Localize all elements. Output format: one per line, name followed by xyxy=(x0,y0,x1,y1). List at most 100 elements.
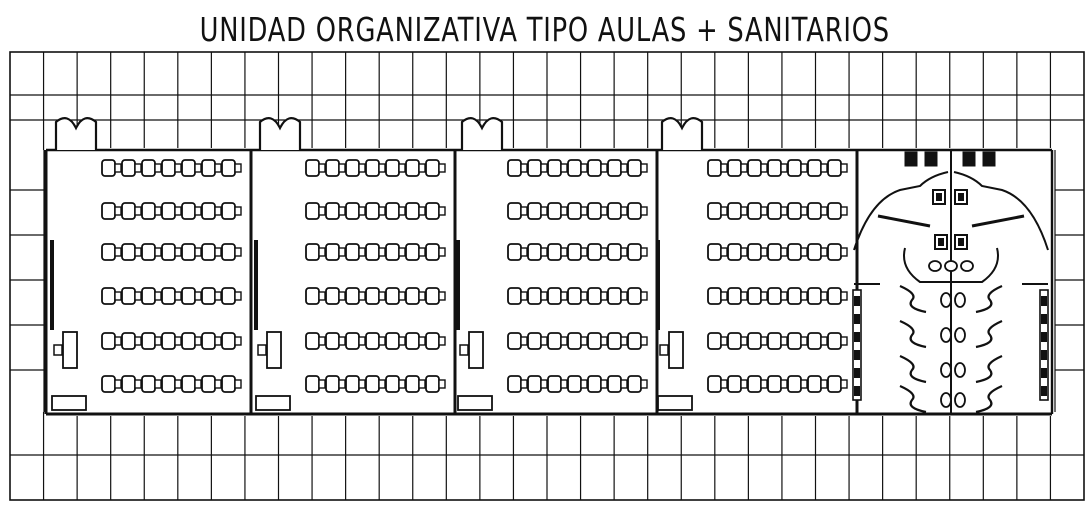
student-desk xyxy=(161,243,176,261)
student-chair xyxy=(580,291,588,301)
student-chair xyxy=(540,291,548,301)
student-desk xyxy=(607,159,622,177)
stall-partition xyxy=(899,354,927,384)
student-chair xyxy=(840,291,848,301)
student-desk xyxy=(405,375,420,393)
student-chair xyxy=(780,163,788,173)
student-desk xyxy=(787,159,802,177)
classroom-3 xyxy=(456,117,659,414)
student-chair xyxy=(640,291,648,301)
student-desk xyxy=(101,332,116,350)
student-chair xyxy=(740,379,748,389)
student-desk xyxy=(507,332,522,350)
student-desk xyxy=(627,375,642,393)
student-desk xyxy=(345,202,360,220)
student-desk xyxy=(345,332,360,350)
student-desk xyxy=(425,159,440,177)
student-desk xyxy=(707,202,722,220)
fixture-icon xyxy=(938,238,944,246)
student-chair xyxy=(820,163,828,173)
student-desk xyxy=(567,332,582,350)
stall-partition xyxy=(975,384,1003,414)
sink-icon xyxy=(928,260,942,272)
student-chair xyxy=(398,379,406,389)
student-desk xyxy=(201,159,216,177)
student-chair xyxy=(720,206,728,216)
student-desk xyxy=(627,243,642,261)
student-desk xyxy=(121,375,136,393)
student-chair xyxy=(780,291,788,301)
site-grid xyxy=(9,51,1085,501)
student-chair xyxy=(800,291,808,301)
student-desk xyxy=(121,287,136,305)
cabinet xyxy=(255,395,291,411)
student-desk xyxy=(767,159,782,177)
student-desk xyxy=(201,375,216,393)
student-desk xyxy=(707,332,722,350)
student-desk xyxy=(365,202,380,220)
student-desk xyxy=(305,332,320,350)
student-desk xyxy=(707,375,722,393)
student-chair xyxy=(154,163,162,173)
student-desk xyxy=(345,375,360,393)
student-chair xyxy=(318,247,326,257)
student-desk xyxy=(787,332,802,350)
student-desk xyxy=(567,375,582,393)
student-desk xyxy=(141,243,156,261)
student-desk xyxy=(587,375,602,393)
student-chair xyxy=(600,291,608,301)
student-desk xyxy=(827,202,842,220)
student-chair xyxy=(580,379,588,389)
student-desk xyxy=(141,202,156,220)
classroom-1 xyxy=(50,117,253,414)
student-chair xyxy=(560,247,568,257)
student-chair xyxy=(318,336,326,346)
fixture-icon xyxy=(936,193,942,201)
student-desk xyxy=(587,332,602,350)
student-chair xyxy=(154,247,162,257)
student-chair xyxy=(174,336,182,346)
student-chair xyxy=(780,247,788,257)
student-chair xyxy=(358,206,366,216)
student-desk xyxy=(345,287,360,305)
student-chair xyxy=(520,291,528,301)
student-chair xyxy=(840,379,848,389)
student-desk xyxy=(121,243,136,261)
student-chair xyxy=(398,206,406,216)
student-desk xyxy=(221,243,236,261)
student-desk xyxy=(101,202,116,220)
student-chair xyxy=(720,336,728,346)
student-chair xyxy=(194,336,202,346)
student-desk xyxy=(221,375,236,393)
fixture-icon xyxy=(1041,314,1047,324)
fixture-icon xyxy=(1041,368,1047,378)
student-desk xyxy=(325,159,340,177)
student-chair xyxy=(114,163,122,173)
student-chair xyxy=(840,206,848,216)
student-chair xyxy=(600,336,608,346)
teacher-desk xyxy=(266,331,282,369)
student-desk xyxy=(385,287,400,305)
fixture-icon xyxy=(924,151,938,167)
student-chair xyxy=(438,163,446,173)
student-chair xyxy=(418,206,426,216)
student-chair xyxy=(214,379,222,389)
fixture-icon xyxy=(1041,332,1047,342)
teacher-desk xyxy=(468,331,484,369)
fixture-icon xyxy=(854,350,860,360)
student-chair xyxy=(640,379,648,389)
student-chair xyxy=(134,379,142,389)
student-chair xyxy=(820,247,828,257)
student-desk xyxy=(627,202,642,220)
student-chair xyxy=(780,336,788,346)
student-chair xyxy=(580,206,588,216)
student-chair xyxy=(620,379,628,389)
student-desk xyxy=(325,202,340,220)
student-chair xyxy=(600,163,608,173)
student-chair xyxy=(398,291,406,301)
student-desk xyxy=(365,243,380,261)
toilet-icon xyxy=(954,392,966,408)
student-chair xyxy=(760,291,768,301)
teacher-chair xyxy=(257,344,267,356)
